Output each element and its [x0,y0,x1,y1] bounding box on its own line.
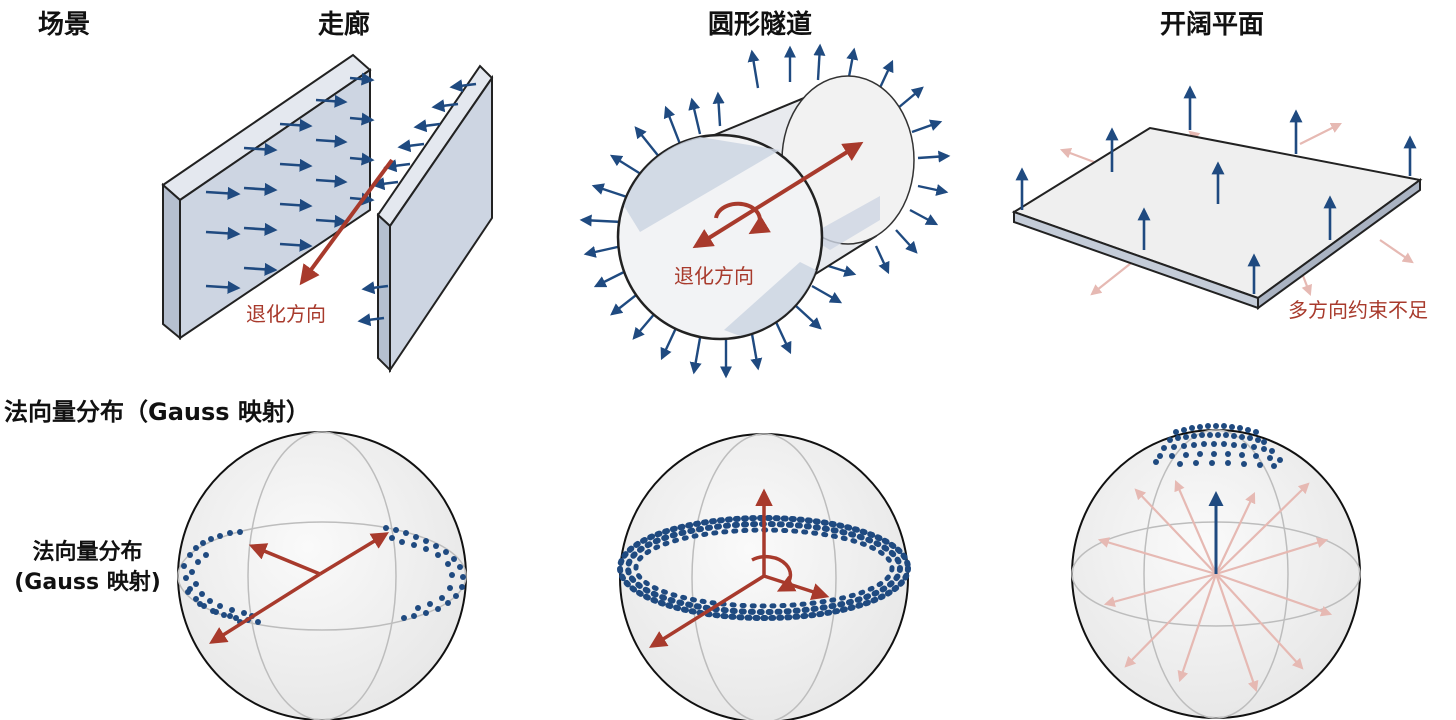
corridor-gauss-degenerate-arrow [319,532,389,576]
tunnel-gauss-sphere [617,433,911,720]
left-wall-normal-arrows [205,72,375,294]
left-wall-edge [162,182,181,341]
tunnel-scene [579,43,951,379]
tunnel-sphere-meridian [691,433,837,720]
corridor-sphere-equator [177,521,467,631]
header-corridor: 走廊 [318,10,371,40]
right-wall-normal-arrows [357,79,477,327]
corridor-gauss-arrow-left [248,543,321,576]
row2-label: 法向量分布 (Gauss 映射) [0,538,175,598]
tunnel-degenerate-label: 退化方向 [674,264,754,288]
corridor-scene [161,53,494,374]
corridor-sphere-meridian [247,431,397,720]
open-normal-cluster [1153,423,1283,469]
row2-label-line2: (Gauss 映射) [14,570,161,595]
open-plane-edge-right [1257,178,1421,310]
tunnel-rotation-arrow [714,201,771,235]
tunnel-gauss-rotation-arrow [751,554,797,592]
header-open-plane: 开阔平面 [1160,10,1265,40]
corridor-normal-cluster [181,525,466,625]
corridor-sphere-outline [177,431,467,720]
tunnel-gauss-degenerate-arrow [649,574,765,648]
open-faded-arrows [1097,479,1333,693]
tunnel-degenerate-arrow [692,141,864,249]
row2-label-line1: 法向量分布 [32,540,143,565]
open-gauss-sphere [1071,423,1361,719]
corridor-gauss-sphere [177,431,467,720]
corridor-gauss-arrow-down [209,572,321,644]
corridor-degenerate-arrow [299,158,394,286]
open-plane-normal-arrows [1015,85,1417,294]
row-label-scene: 场景 [38,10,91,40]
header-tunnel: 圆形隧道 [708,10,813,40]
open-plane-scene [1011,85,1423,310]
open-sphere-meridian [1143,429,1289,719]
tunnel-front-shade-bottom [724,262,816,336]
section-title: 法向量分布（Gauss 映射） [4,398,310,426]
open-plane-constraint-label: 多方向约束不足 [1288,298,1428,322]
corridor-degenerate-label: 退化方向 [246,302,326,326]
open-plane-top [1011,126,1423,300]
right-wall-edge [377,212,391,373]
